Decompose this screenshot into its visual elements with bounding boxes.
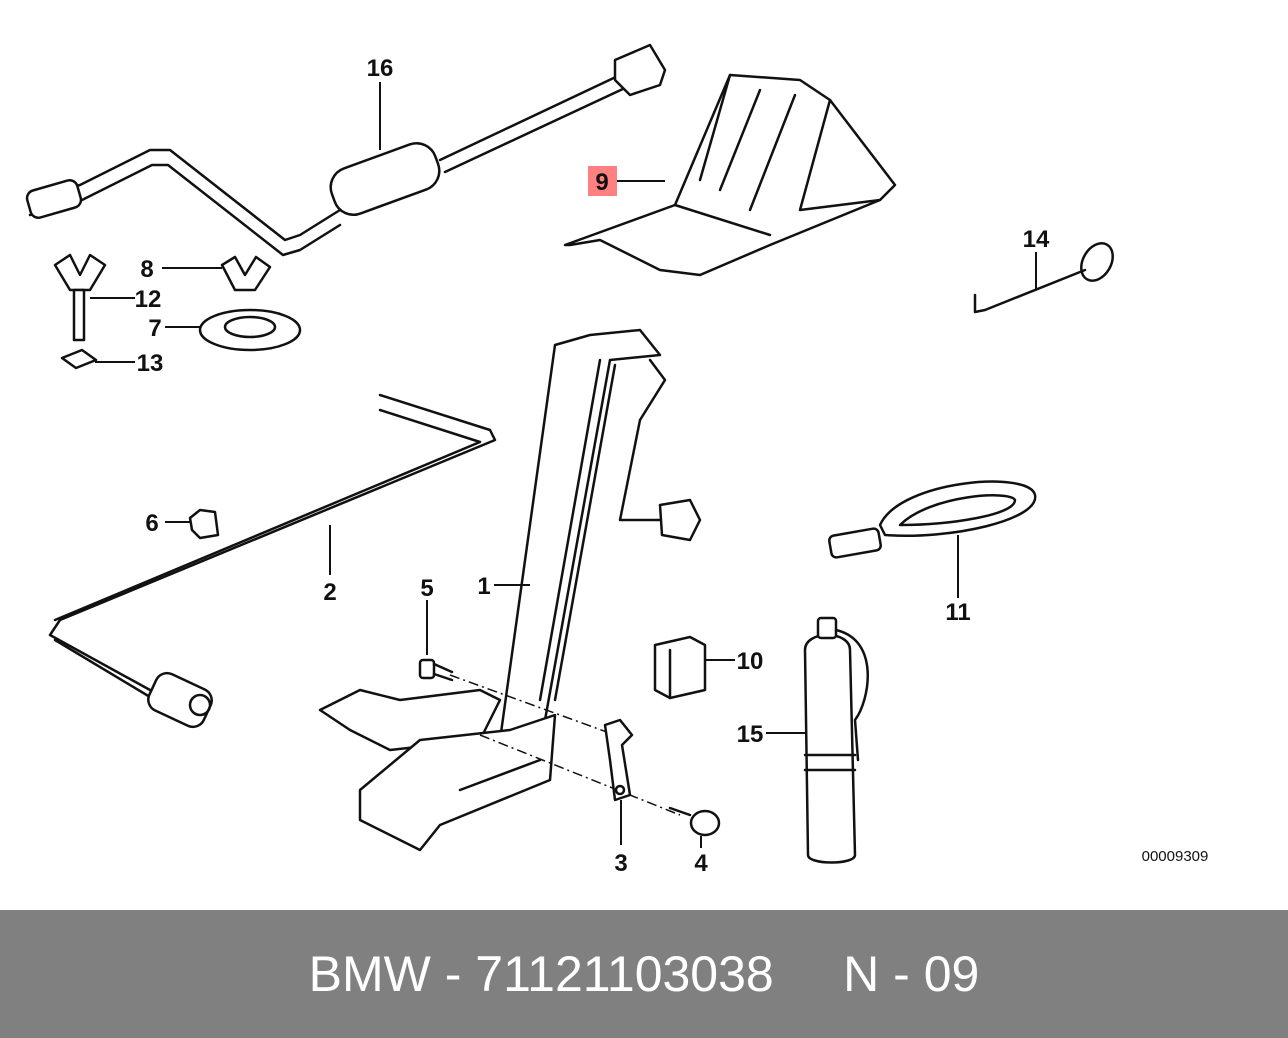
- part-5-bolt: [418, 658, 454, 682]
- part-3-bracket: [603, 718, 634, 802]
- label-14[interactable]: 14: [1023, 226, 1050, 253]
- part-11-towing-eye: [828, 480, 1037, 559]
- label-2[interactable]: 2: [323, 579, 336, 606]
- parts-diagram: 16 9 14 8 12 7 13 2: [25, 43, 1209, 877]
- part-9-wheel-chock: [563, 73, 897, 277]
- part-7-grommet: [198, 308, 302, 352]
- part-16-crank-rod: [25, 43, 667, 257]
- part-10-block: [653, 635, 707, 700]
- label-3[interactable]: 3: [614, 850, 627, 877]
- label-6[interactable]: 6: [145, 510, 158, 537]
- label-4[interactable]: 4: [694, 850, 708, 877]
- drawing-reference-number: 00009309: [1142, 848, 1209, 865]
- part-4-screw: [668, 806, 721, 837]
- label-12[interactable]: 12: [135, 286, 162, 313]
- part-13-clip: [60, 348, 98, 370]
- label-5[interactable]: 5: [420, 575, 433, 602]
- part-2-wheel-wrench: [48, 393, 497, 729]
- label-8[interactable]: 8: [140, 256, 153, 283]
- label-13[interactable]: 13: [137, 350, 164, 377]
- label-16[interactable]: 16: [367, 55, 394, 82]
- part-12-wing-bolt: [53, 253, 107, 342]
- label-10[interactable]: 10: [737, 648, 764, 675]
- part-8-wing-nut: [220, 255, 272, 292]
- label-11[interactable]: 11: [945, 599, 970, 626]
- banner-text: BMW - 71121103038 N - 09: [308, 946, 980, 1002]
- part-6-clip: [188, 508, 220, 540]
- label-7[interactable]: 7: [148, 315, 161, 342]
- label-1[interactable]: 1: [477, 573, 490, 600]
- part-1-jack: [318, 328, 702, 852]
- part-info-banner: BMW - 71121103038 N - 09: [0, 910, 1288, 1038]
- part-15-gas-bottle: [803, 616, 869, 864]
- label-15[interactable]: 15: [737, 721, 764, 748]
- label-9[interactable]: 9: [595, 169, 608, 196]
- highlight-9: [588, 166, 617, 196]
